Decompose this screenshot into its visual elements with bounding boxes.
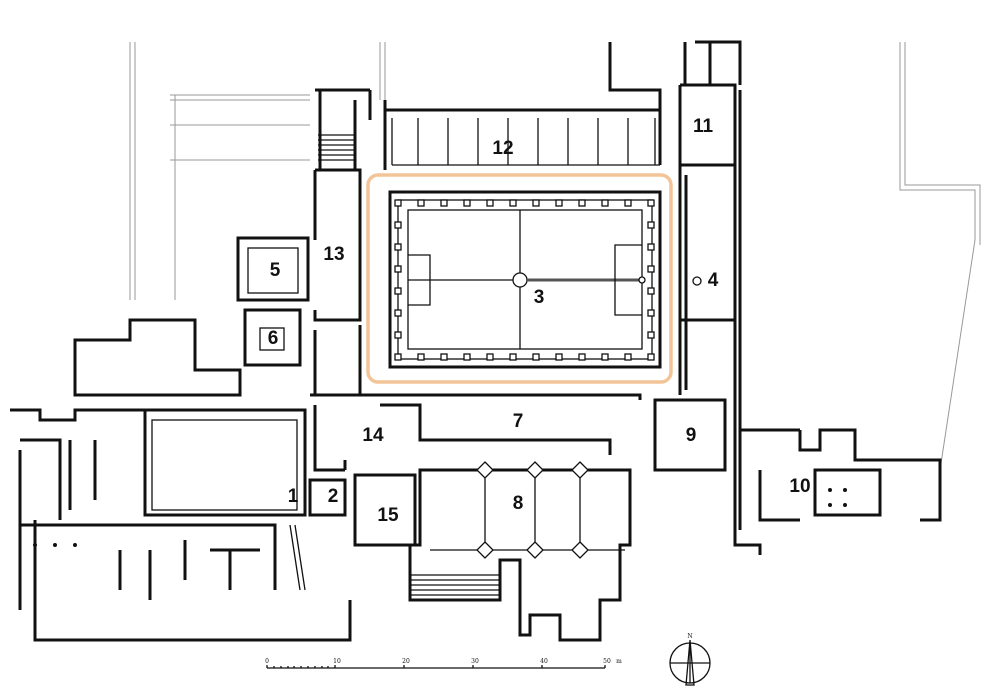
pillar [486, 353, 494, 361]
pillar [394, 243, 402, 251]
scale-bar: 0 10 20 30 40 50 m [265, 658, 622, 669]
pillar [486, 199, 494, 207]
scale-tick-30: 30 [471, 658, 479, 665]
east-annex [653, 398, 942, 522]
room-label-7: 7 [513, 411, 524, 432]
pillar [647, 353, 655, 361]
pillar [394, 221, 402, 229]
pillar [647, 265, 655, 273]
pillar [417, 199, 425, 207]
pillar [509, 199, 517, 207]
room-label-5: 5 [270, 260, 281, 281]
scale-tick-40: 40 [540, 658, 548, 665]
pillar [440, 353, 448, 361]
pillar [578, 199, 586, 207]
pillar [601, 199, 609, 207]
pillar [532, 199, 540, 207]
room-label-6: 6 [268, 328, 279, 349]
room-label-13: 13 [323, 244, 344, 265]
room-label-1: 1 [288, 486, 299, 507]
pillar [394, 331, 402, 339]
pillar [417, 353, 425, 361]
pillar [647, 331, 655, 339]
pillar [555, 353, 563, 361]
ruin-outlines [129, 42, 981, 471]
pillar [463, 353, 471, 361]
south-block [310, 393, 642, 642]
north-label: N [687, 633, 692, 640]
room-label-11: 11 [693, 116, 714, 137]
scale-unit: m [616, 658, 622, 665]
room-label-3: 3 [534, 287, 545, 308]
pillar [394, 265, 402, 273]
east-wing [678, 40, 762, 555]
west-wing [236, 88, 372, 397]
room-label-8: 8 [513, 493, 524, 514]
pillar [647, 199, 655, 207]
room-label-2: 2 [328, 486, 339, 507]
pillar [624, 353, 632, 361]
pillar [394, 287, 402, 295]
highlight-frame [366, 173, 673, 384]
scale-tick-0: 0 [265, 658, 269, 665]
pillar [647, 243, 655, 251]
pillar [394, 353, 402, 361]
pillar [440, 199, 448, 207]
pillar [647, 309, 655, 317]
pillar [532, 353, 540, 361]
pillar [394, 309, 402, 317]
room-label-10: 10 [789, 476, 810, 497]
room-label-15: 15 [377, 505, 399, 526]
pillar [463, 199, 471, 207]
room-label-9: 9 [686, 425, 697, 446]
pillar [509, 353, 517, 361]
pillar [647, 221, 655, 229]
room-label-14: 14 [362, 425, 384, 446]
pillar [555, 199, 563, 207]
scale-tick-10: 10 [333, 658, 341, 665]
scale-tick-50: 50 [603, 658, 611, 665]
room-label-4: 4 [708, 270, 719, 291]
cells-block [383, 42, 662, 170]
pillar [578, 353, 586, 361]
west-complex [10, 318, 352, 642]
column-piers [476, 461, 589, 559]
north-arrow-icon: N [669, 633, 711, 686]
cloister-pillars [394, 199, 655, 361]
pillar [394, 199, 402, 207]
scale-tick-20: 20 [402, 658, 410, 665]
room-label-12: 12 [492, 138, 513, 159]
pillar [647, 287, 655, 295]
pillar [624, 199, 632, 207]
pillar [601, 353, 609, 361]
cloister-courtyard [388, 190, 662, 369]
